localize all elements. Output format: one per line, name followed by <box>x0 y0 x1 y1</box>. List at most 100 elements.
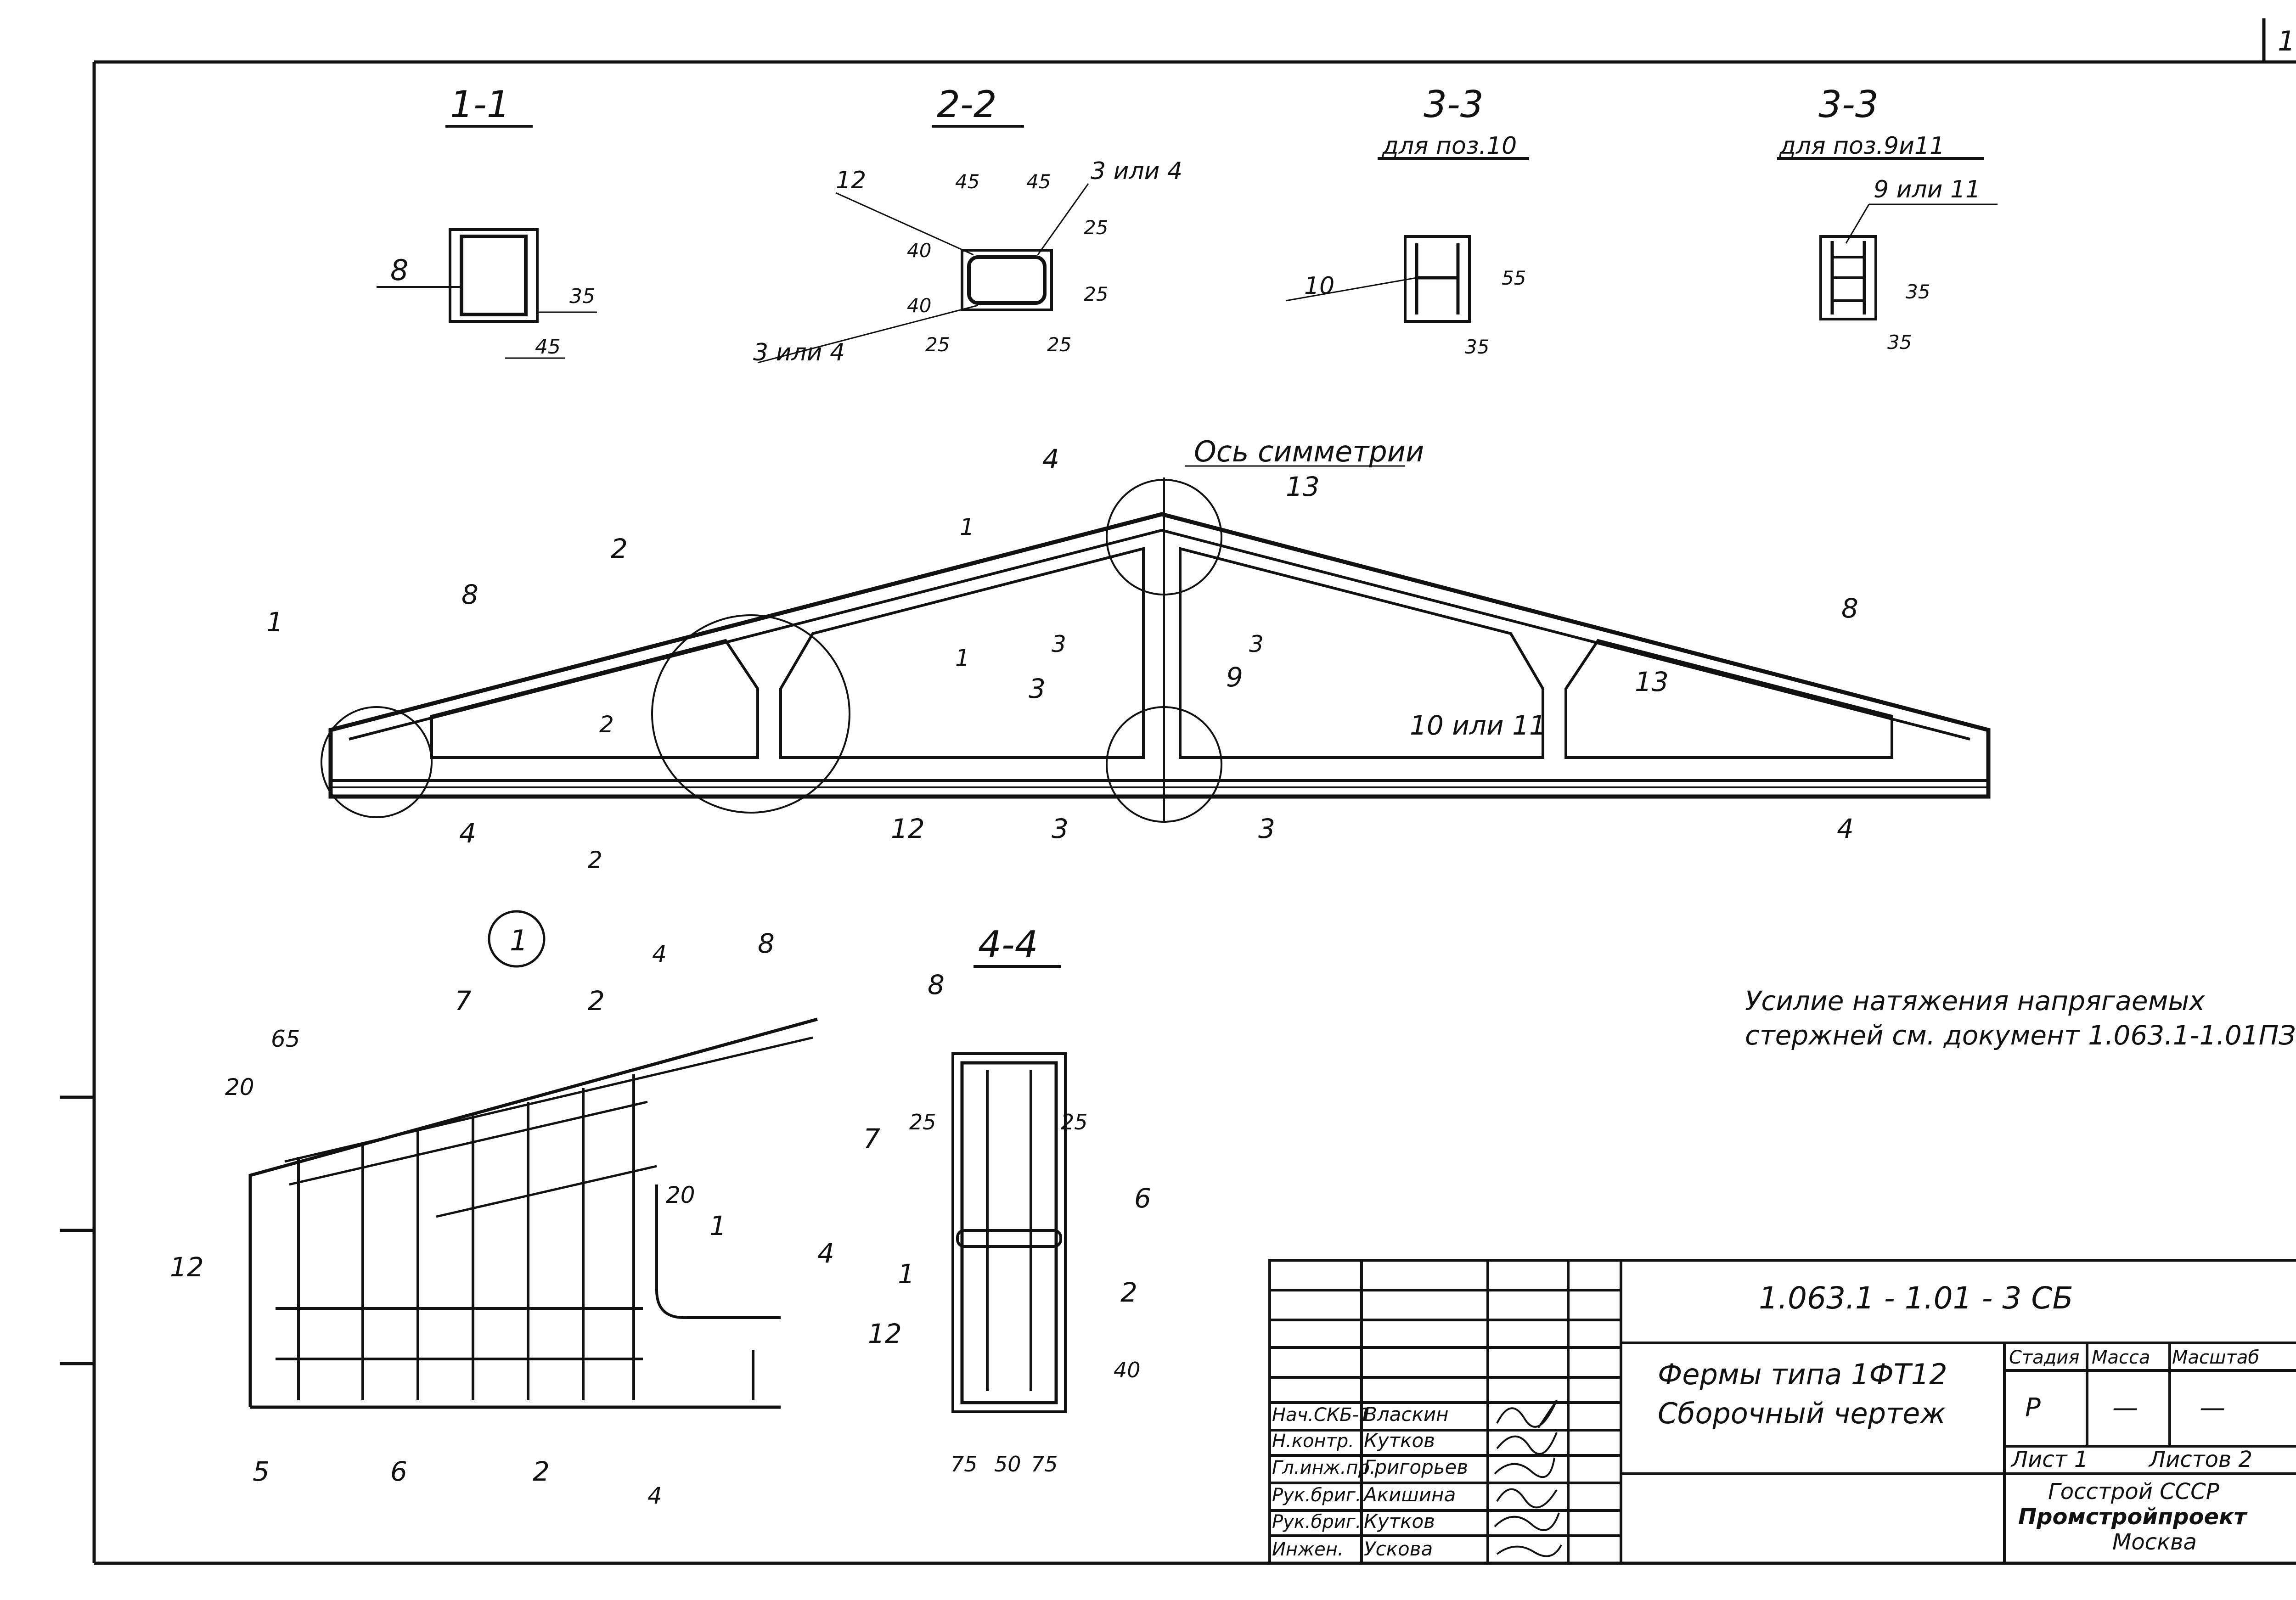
truss-label-4-top: 4 <box>1042 444 1059 475</box>
cut-1-bottom: 1 <box>955 645 970 671</box>
section-4-4-dim-75-left: 75 <box>951 1452 978 1476</box>
node-label-2-bottom: 2 <box>533 1456 550 1487</box>
section-4-4-label-12: 12 <box>868 1318 902 1349</box>
org-line2: Промстройпроект <box>2018 1504 2248 1530</box>
staff-role-5: Инжен. <box>1272 1539 1344 1560</box>
dim-1-1-45: 45 <box>535 335 561 359</box>
node-dim-20-left: 20 <box>225 1074 254 1100</box>
dim-3-3a-55: 55 <box>1502 267 1526 289</box>
section-4-4-dim-25-left: 25 <box>909 1110 936 1134</box>
staff-role-2: Гл.инж.пр. <box>1272 1457 1376 1478</box>
truss-label-3-bottom-right: 3 <box>1258 813 1275 844</box>
staff-role-0: Нач.СКБ-1 <box>1272 1404 1371 1426</box>
staff-name-0: Власкин <box>1364 1403 1449 1426</box>
truss-label-9: 9 <box>1226 662 1243 693</box>
sheet-frame <box>60 18 2296 1565</box>
page-number: 18 <box>2278 25 2296 57</box>
section-1-1-title: 1-1 <box>450 83 510 126</box>
section-4-4-label-8: 8 <box>928 969 945 1000</box>
section-3-3-pos9-11: 3-3 для поз.9и11 9 или 11 35 35 <box>1777 83 1998 354</box>
dim-2-2-45-left: 45 <box>955 170 979 193</box>
dim-2-2-40-top: 40 <box>907 239 931 262</box>
org-line3: Москва <box>2112 1529 2197 1555</box>
mass-value: — <box>2112 1393 2138 1423</box>
stage-header: Стадия <box>2009 1347 2079 1368</box>
title-block: 1.063.1 - 1.01 - 3 СБ Фермы типа 1ФТ12 С… <box>1272 1280 2259 1560</box>
truss-label-10or11: 10 или 11 <box>1410 710 1546 741</box>
section-3-3a-title: 3-3 <box>1424 83 1484 126</box>
drawing-title-line2: Сборочный чертеж <box>1658 1397 1946 1430</box>
node-label-4: 4 <box>817 1238 834 1269</box>
node-1-detail: 1 65 20 20 7 2 8 1 4 12 5 6 2 4 4 <box>170 910 834 1509</box>
signatures <box>1494 1399 1562 1557</box>
staff-name-1: Кутков <box>1364 1429 1435 1452</box>
section-3-3b-subtitle: для поз.9и11 <box>1779 132 1945 160</box>
dim-2-2-40-bot: 40 <box>907 294 931 317</box>
cut-1-top: 1 <box>960 514 974 540</box>
section-3-3-pos10: 3-3 для поз.10 10 55 35 <box>1285 83 1529 358</box>
section-4-4-label-2: 2 <box>1120 1277 1137 1308</box>
label-2-2-3or4-bottom: 3 или 4 <box>753 339 845 366</box>
dim-3-3b-35-h: 35 <box>1887 331 1912 354</box>
scale-header: Масштаб <box>2172 1347 2259 1368</box>
section-4-4-dim-75-right: 75 <box>1031 1452 1058 1476</box>
note-line-2: стержней см. документ 1.063.1-1.01ПЗ <box>1745 1020 2296 1051</box>
node-label-2-top: 2 <box>588 985 605 1016</box>
label-1-1-8: 8 <box>390 253 408 287</box>
section-2-2: 2-2 12 3 или 4 3 или 4 45 45 25 25 25 25… <box>753 83 1182 366</box>
truss-label-2: 2 <box>611 533 628 564</box>
node-cut-4-top: 4 <box>652 941 667 967</box>
staff-role-3: Рук.бриг. <box>1272 1485 1361 1506</box>
drawing-title-line1: Фермы типа 1ФТ12 <box>1658 1358 1947 1391</box>
dim-2-2-25-left: 25 <box>925 333 950 356</box>
truss-label-3-mid: 3 <box>1029 673 1046 704</box>
dim-2-2-25-right: 25 <box>1047 333 1071 356</box>
cut-2-bottom: 2 <box>588 847 602 873</box>
truss-label-4-left: 4 <box>459 818 476 849</box>
truss-label-8-left: 8 <box>461 579 478 610</box>
node-label-12: 12 <box>170 1252 204 1283</box>
section-2-2-title: 2-2 <box>937 83 997 126</box>
node-dim-20-inner: 20 <box>666 1182 695 1208</box>
label-2-2-3or4-top: 3 или 4 <box>1091 157 1182 185</box>
label-2-2-12: 12 <box>836 167 866 194</box>
truss-label-12: 12 <box>891 813 925 844</box>
dim-3-3a-35: 35 <box>1465 336 1489 358</box>
node-label-7: 7 <box>455 985 472 1016</box>
staff-role-4: Рук.бриг. <box>1272 1511 1361 1533</box>
scale-value: — <box>2200 1393 2225 1423</box>
truss-elevation <box>321 477 1991 823</box>
staff-name-4: Кутков <box>1364 1510 1435 1533</box>
dim-1-1-35: 35 <box>569 285 595 308</box>
section-4-4-dim-25-right: 25 <box>1061 1110 1088 1134</box>
drawing-code: 1.063.1 - 1.01 - 3 СБ <box>1759 1280 2073 1316</box>
section-4-4-label-7: 7 <box>863 1123 880 1154</box>
staff-name-5: Ускова <box>1364 1538 1433 1560</box>
node-cut-4-bottom: 4 <box>647 1482 662 1509</box>
dim-2-2-45-right: 45 <box>1026 170 1051 193</box>
section-4-4-label-6: 6 <box>1134 1183 1151 1214</box>
mass-header: Масса <box>2092 1347 2150 1368</box>
truss-label-1: 1 <box>266 606 283 638</box>
truss-label-8-right: 8 <box>1841 593 1858 624</box>
sheet-number: Лист 1 <box>2010 1447 2088 1472</box>
section-3-3a-subtitle: для поз.10 <box>1382 132 1517 160</box>
section-4-4-dim-40: 40 <box>1114 1358 1141 1382</box>
node-label-8: 8 <box>758 928 775 959</box>
staff-name-2: Григорьев <box>1364 1456 1468 1478</box>
section-4-4: 4-4 8 7 6 1 12 2 25 25 40 75 50 75 <box>863 923 1151 1476</box>
node-label-5: 5 <box>253 1456 270 1487</box>
section-4-4-label-1: 1 <box>898 1258 915 1290</box>
section-4-4-dim-50: 50 <box>994 1452 1021 1476</box>
sheets-total: Листов 2 <box>2148 1447 2252 1472</box>
section-1-1: 1-1 8 35 45 <box>377 83 597 359</box>
node-label-1: 1 <box>709 1210 726 1241</box>
dim-3-3b-35-v: 35 <box>1906 281 1930 303</box>
node-dim-65: 65 <box>271 1026 300 1052</box>
dim-2-2-25-top: 25 <box>1084 216 1108 239</box>
truss-label-3-bottom: 3 <box>1052 813 1069 844</box>
truss-label-13-top: 13 <box>1286 471 1320 502</box>
staff-role-1: Н.контр. <box>1272 1431 1354 1452</box>
node-label-6: 6 <box>390 1456 407 1487</box>
